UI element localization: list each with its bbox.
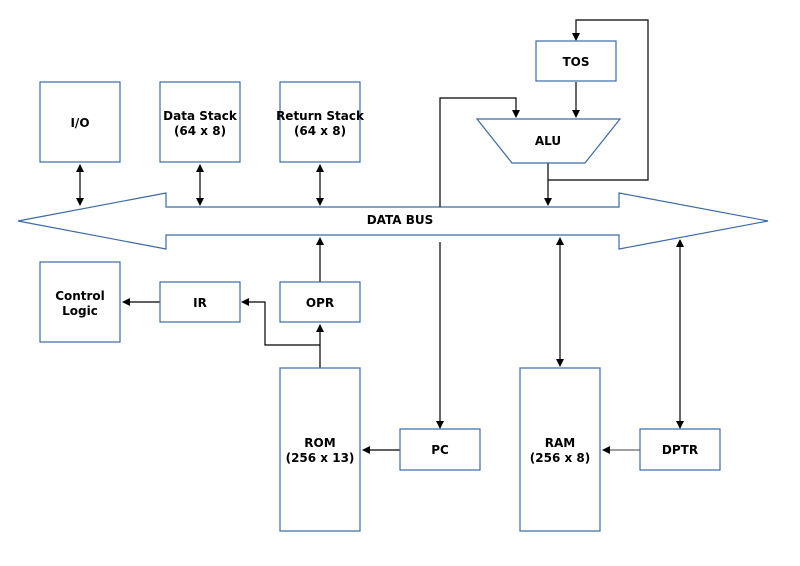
- block-rom-size: (256 x 13): [286, 451, 355, 465]
- block-alu-label: ALU: [535, 134, 561, 148]
- block-ram: RAM (256 x 8): [519, 367, 601, 532]
- data-bus-label: DATA BUS: [367, 213, 434, 227]
- block-control-logic-label-2: Logic: [62, 304, 98, 318]
- block-opr-label: OPR: [306, 296, 334, 310]
- block-ir: IR: [159, 281, 241, 323]
- wire-rom-ir: [241, 298, 320, 346]
- block-pc: PC: [399, 428, 481, 471]
- block-data-stack-label: Data Stack: [163, 109, 238, 123]
- block-data-stack-size: (64 x 8): [174, 124, 226, 138]
- block-return-stack-label: Return Stack: [276, 109, 365, 123]
- block-dptr: DPTR: [639, 428, 721, 471]
- block-opr: OPR: [279, 281, 361, 323]
- data-bus: DATA BUS: [17, 192, 769, 250]
- block-io: I/O: [39, 81, 121, 163]
- block-ir-label: IR: [193, 296, 207, 310]
- data-bus-shape: [17, 192, 769, 250]
- block-data-stack: Data Stack (64 x 8): [159, 81, 241, 163]
- block-dptr-label: DPTR: [662, 443, 698, 457]
- block-tos: TOS: [535, 40, 617, 82]
- block-pc-label: PC: [431, 443, 449, 457]
- block-return-stack: Return Stack (64 x 8): [276, 81, 365, 163]
- block-rom-label: ROM: [304, 436, 335, 450]
- wire-alu-tos-feedback: [548, 19, 649, 181]
- block-tos-label: TOS: [562, 55, 589, 69]
- connections: [76, 19, 684, 454]
- block-ram-label: RAM: [545, 436, 575, 450]
- block-control-logic: Control Logic: [39, 261, 121, 343]
- block-ram-size: (256 x 8): [530, 451, 590, 465]
- block-io-label: I/O: [70, 116, 89, 130]
- block-alu: ALU: [475, 118, 622, 164]
- block-return-stack-size: (64 x 8): [294, 124, 346, 138]
- wire-bus-alu: [439, 97, 520, 207]
- block-control-logic-label-1: Control: [55, 289, 105, 303]
- block-rom: ROM (256 x 13): [279, 367, 361, 532]
